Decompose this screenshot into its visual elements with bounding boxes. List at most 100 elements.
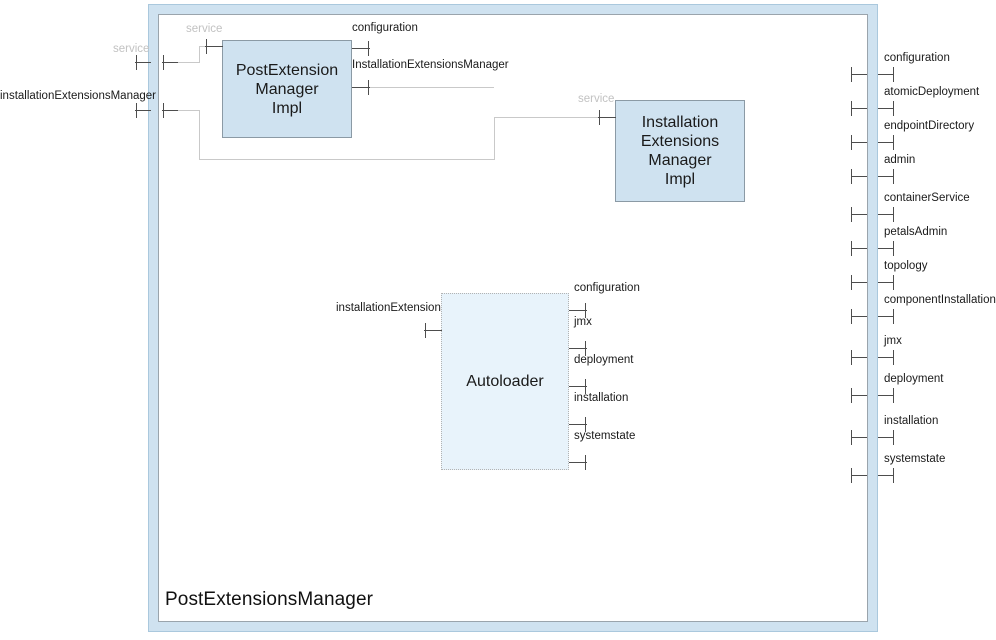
frame-port-right-petals-admin-outer-cap (893, 241, 894, 256)
frame-port-label-right-deployment: deployment (884, 373, 944, 385)
frame-port-right-admin-inner-cap (851, 169, 852, 184)
wire-iem-seg2 (199, 110, 200, 160)
frame-port-right-endpoint-directory-inner-cap (851, 135, 852, 150)
frame-port-right-topology-outer-cap (893, 275, 894, 290)
frame-port-left-service-inner-cap (163, 55, 164, 70)
wire-iem-seg5 (494, 117, 601, 118)
frame-port-label-right-installation: installation (884, 415, 939, 427)
port-autoloader-deployment[interactable] (569, 386, 587, 387)
frame-port-right-deployment-inner-cap (851, 388, 852, 403)
frame-port-label-right-petals-admin: petalsAdmin (884, 226, 948, 238)
frame-port-right-component-installation-outer[interactable] (878, 316, 894, 317)
port-autoloader-jmx-cap (585, 341, 586, 356)
frame-port-right-atomic-deployment-inner-cap (851, 101, 852, 116)
frame-port-right-jmx-outer[interactable] (878, 357, 894, 358)
frame-port-right-component-installation-inner[interactable] (851, 316, 867, 317)
frame-port-label-right-topology: topology (884, 260, 928, 272)
port-autoloader-systemstate[interactable] (569, 462, 587, 463)
port-label-autoloader-deployment: deployment (574, 354, 634, 366)
frame-port-label-left-service: service (113, 43, 150, 55)
wire-iem-seg1 (178, 110, 200, 111)
port-pemi-configuration[interactable] (352, 48, 370, 49)
wire-iem-seg3 (199, 159, 495, 160)
port-pemi-service-cap (206, 39, 207, 54)
port-autoloader-installation-cap (585, 417, 586, 432)
frame-port-left-installation-extensions-manager-inner-cap (163, 103, 164, 118)
port-autoloader-installation[interactable] (569, 424, 587, 425)
frame-port-label-right-configuration: configuration (884, 52, 950, 64)
frame-port-right-systemstate-outer-cap (893, 468, 894, 483)
frame-port-right-configuration-inner[interactable] (851, 74, 867, 75)
component-label: PostExtension Manager Impl (235, 61, 339, 117)
frame-port-right-topology-outer[interactable] (878, 282, 894, 283)
frame-port-right-jmx-inner[interactable] (851, 357, 867, 358)
frame-port-right-deployment-outer-cap (893, 388, 894, 403)
frame-port-label-left-installation-extensions-manager: installationExtensionsManager (0, 90, 156, 102)
frame-port-right-endpoint-directory-inner[interactable] (851, 142, 867, 143)
frame-port-right-container-service-outer[interactable] (878, 214, 894, 215)
frame-port-right-component-installation-outer-cap (893, 309, 894, 324)
port-pemi-service[interactable] (205, 46, 223, 47)
port-label-pemi-configuration: configuration (352, 22, 418, 34)
frame-port-right-configuration-outer[interactable] (878, 74, 894, 75)
port-label-autoloader-systemstate: systemstate (574, 430, 636, 442)
wire-iem-seg4 (494, 117, 495, 160)
port-label-pemi-service: service (186, 23, 223, 35)
port-autoloader-installation-extension-cap (425, 323, 426, 338)
frame-port-left-service-outer[interactable] (135, 62, 151, 63)
port-pemi-installation-extensions-manager[interactable] (352, 87, 370, 88)
frame-port-right-container-service-inner-cap (851, 207, 852, 222)
port-autoloader-deployment-cap (585, 379, 586, 394)
frame-port-label-right-container-service: containerService (884, 192, 970, 204)
port-autoloader-systemstate-cap (585, 455, 586, 470)
frame-port-right-container-service-inner[interactable] (851, 214, 867, 215)
component-label: Installation Extensions Manager Impl (640, 114, 720, 188)
component-autoloader[interactable]: Autoloader (441, 293, 569, 470)
frame-port-right-petals-admin-inner[interactable] (851, 248, 867, 249)
frame-port-left-installation-extensions-manager-outer-cap (136, 103, 137, 118)
port-label-autoloader-jmx: jmx (574, 316, 592, 328)
frame-port-right-systemstate-inner[interactable] (851, 475, 867, 476)
frame-port-right-admin-outer-cap (893, 169, 894, 184)
frame-port-label-right-systemstate: systemstate (884, 453, 946, 465)
frame-port-right-systemstate-outer[interactable] (878, 475, 894, 476)
frame-port-left-installation-extensions-manager-outer[interactable] (135, 110, 151, 111)
port-pemi-installation-extensions-manager-cap (368, 80, 369, 95)
component-post-extension-manager-impl[interactable]: PostExtension Manager Impl (222, 40, 352, 138)
frame-port-right-atomic-deployment-inner[interactable] (851, 108, 867, 109)
frame-port-right-deployment-inner[interactable] (851, 395, 867, 396)
frame-port-left-installation-extensions-manager-inner[interactable] (162, 110, 178, 111)
frame-port-label-right-endpoint-directory: endpointDirectory (884, 120, 975, 132)
port-iemi-service-cap (599, 110, 600, 125)
frame-port-right-container-service-outer-cap (893, 207, 894, 222)
port-autoloader-jmx[interactable] (569, 348, 587, 349)
frame-port-right-petals-admin-inner-cap (851, 241, 852, 256)
frame-port-right-configuration-inner-cap (851, 67, 852, 82)
port-iemi-service[interactable] (598, 117, 616, 118)
frame-port-right-component-installation-inner-cap (851, 309, 852, 324)
frame-port-right-deployment-outer[interactable] (878, 395, 894, 396)
port-autoloader-installation-extension[interactable] (424, 330, 442, 331)
frame-port-right-topology-inner[interactable] (851, 282, 867, 283)
frame-port-right-installation-outer[interactable] (878, 437, 894, 438)
frame-port-right-admin-outer[interactable] (878, 176, 894, 177)
frame-port-right-petals-admin-outer[interactable] (878, 248, 894, 249)
frame-port-left-service-outer-cap (136, 55, 137, 70)
frame-port-right-jmx-outer-cap (893, 350, 894, 365)
frame-port-right-admin-inner[interactable] (851, 176, 867, 177)
frame-port-right-installation-inner[interactable] (851, 437, 867, 438)
frame-port-label-right-admin: admin (884, 154, 916, 166)
wire-pemi-iem-seg1 (363, 87, 494, 88)
frame-port-right-atomic-deployment-outer-cap (893, 101, 894, 116)
frame-port-right-endpoint-directory-outer[interactable] (878, 142, 894, 143)
wire-service-seg2 (199, 46, 200, 63)
frame-port-right-atomic-deployment-outer[interactable] (878, 108, 894, 109)
frame-port-right-endpoint-directory-outer-cap (893, 135, 894, 150)
frame-port-right-installation-inner-cap (851, 430, 852, 445)
component-installation-extensions-manager-impl[interactable]: Installation Extensions Manager Impl (615, 100, 745, 202)
frame-port-right-systemstate-inner-cap (851, 468, 852, 483)
frame-port-right-topology-inner-cap (851, 275, 852, 290)
frame-port-left-service-inner[interactable] (162, 62, 178, 63)
port-autoloader-configuration[interactable] (569, 310, 587, 311)
